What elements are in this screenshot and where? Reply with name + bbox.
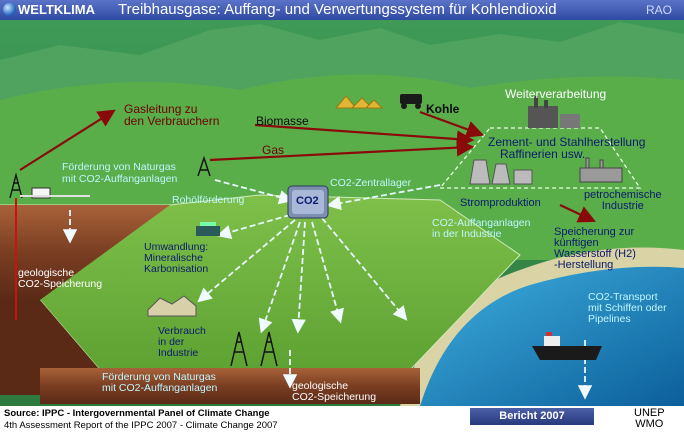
label-line: mit Schiffen oder bbox=[588, 302, 667, 314]
gas-derrick-icon bbox=[9, 172, 23, 320]
label-line: Karbonisation bbox=[144, 263, 209, 275]
label-line: in der bbox=[158, 336, 185, 348]
label-line: Speicherung zur bbox=[554, 226, 635, 238]
label-kohle: Kohle bbox=[426, 102, 460, 116]
label-line: CO2-Transport bbox=[588, 291, 658, 303]
corner-label: RAO bbox=[645, 3, 672, 17]
label-line: Industrie bbox=[158, 347, 199, 359]
coal-truck-icon bbox=[400, 94, 422, 109]
factory-icon bbox=[528, 96, 580, 128]
gas-derrick-icon bbox=[230, 331, 278, 367]
label-line: CO2-Speicherung bbox=[18, 278, 103, 290]
page-title: Treibhausgase: Auffang- und Verwertungss… bbox=[118, 1, 557, 18]
gas-station-icon bbox=[31, 187, 51, 199]
label-line: Zement- und Stahlherstellung bbox=[488, 135, 646, 149]
label-zentrallager: CO2-Zentrallager bbox=[330, 177, 412, 189]
arrow-hydrogen bbox=[559, 204, 596, 223]
gas-derrick-icon bbox=[197, 155, 211, 177]
label-line: geologische bbox=[292, 380, 349, 392]
label-line: CO2-Speicherung bbox=[292, 391, 377, 403]
report-line: 4th Assessment Report of the IPPC 2007 -… bbox=[4, 420, 278, 431]
source-line: Source: IPPC - Intergovernmental Panel o… bbox=[4, 408, 270, 419]
unep-text: UNEP bbox=[634, 407, 665, 419]
header-bar: WELTKLIMA Treibhausgase: Auffang- und Ve… bbox=[0, 0, 684, 20]
label-biomasse: Biomasse bbox=[256, 114, 309, 128]
label-co2-tank: CO2 bbox=[296, 195, 319, 207]
co2-arrow-from-gas bbox=[214, 179, 294, 205]
brand-title: WELTKLIMA bbox=[18, 2, 96, 17]
label-line: Mineralische bbox=[144, 252, 203, 264]
report-badge: Bericht 2007 bbox=[470, 408, 594, 425]
label-line: -Herstellung bbox=[554, 259, 614, 271]
label-line: Industrie bbox=[601, 200, 644, 212]
co2-arrow-bottom-1 bbox=[258, 221, 301, 334]
label-geo-bottom: geologische CO2-Speicherung bbox=[292, 381, 376, 403]
label-line: Förderung von Naturgas bbox=[62, 161, 176, 173]
co2-arrow-mineral bbox=[216, 214, 291, 239]
label-gasleitung: Gasleitung zu den Verbrauchern bbox=[124, 103, 219, 127]
label-weiterverarbeitung: Weiterverarbeitung bbox=[505, 87, 607, 101]
label-geo-left: geologische CO2-Speicherung bbox=[18, 268, 102, 290]
label-line: mit CO2-Auffanganlagen bbox=[62, 173, 178, 185]
label-petrochemisch: petrochemische Industrie bbox=[584, 190, 662, 212]
label-transport: CO2-Transport mit Schiffen oder Pipeline… bbox=[588, 292, 667, 325]
label-line: mit CO2-Auffanganlagen bbox=[102, 382, 218, 394]
label-auffang-industrie: CO2-Auffanganlagen in der Industrie bbox=[432, 218, 530, 240]
co2-arrow-from-industry bbox=[326, 184, 441, 211]
label-zement: Zement- und Stahlherstellung Raffinerien… bbox=[488, 136, 645, 160]
label-foerderung-bottom: Förderung von Naturgas mit CO2-Auffangan… bbox=[102, 372, 217, 394]
factory-icon bbox=[579, 157, 623, 183]
label-umwandlung: Umwandlung: Mineralische Karbonisation bbox=[144, 242, 208, 275]
co2-tank-icon bbox=[287, 185, 329, 219]
label-line: Förderung von Naturgas bbox=[102, 371, 216, 383]
co2-arrows bbox=[62, 179, 593, 400]
co2-arrow-verbrauch bbox=[197, 219, 296, 303]
label-line: Wasserstoff (H2) bbox=[554, 248, 636, 260]
co2-arrow-bottom-3 bbox=[311, 221, 344, 324]
label-stromproduktion: Stromproduktion bbox=[460, 197, 541, 209]
label-line: petrochemische bbox=[584, 189, 662, 201]
label-gas: Gas bbox=[262, 143, 285, 157]
label-line: Verbrauch bbox=[158, 325, 206, 337]
label-verbrauch: Verbrauch in der Industrie bbox=[158, 326, 206, 359]
factory-icon bbox=[147, 295, 197, 317]
label-rohoel: Rohölförderung bbox=[172, 194, 245, 206]
label-line: Umwandlung: bbox=[144, 241, 209, 253]
diagram-canvas bbox=[0, 0, 684, 406]
factory-icon bbox=[469, 159, 533, 185]
co2-arrow-ship bbox=[321, 217, 408, 321]
label-line: den Verbrauchern bbox=[124, 114, 220, 128]
arrow-gas-consumers bbox=[19, 109, 116, 171]
arrow-biomass bbox=[254, 123, 475, 148]
label-line: künftigen bbox=[554, 237, 599, 249]
label-foerderung-top: Förderung von Naturgas mit CO2-Auffangan… bbox=[62, 161, 177, 185]
biomass-mound-icon bbox=[334, 95, 384, 109]
underground-left bbox=[0, 205, 170, 300]
label-line: in der Industrie bbox=[432, 228, 502, 240]
wmo-text: WMO bbox=[635, 418, 664, 430]
label-speicherung-h2: Speicherung zur künftigen Wasserstoff (H… bbox=[554, 227, 636, 271]
co2-arrow-bottom-2 bbox=[291, 221, 306, 334]
arrow-gas bbox=[209, 138, 475, 162]
arrow-coal bbox=[419, 110, 485, 138]
underground-bottom bbox=[40, 368, 420, 404]
label-line: CO2-Auffanganlagen bbox=[432, 217, 531, 229]
globe-icon bbox=[3, 3, 16, 16]
label-line: Pipelines bbox=[588, 313, 631, 325]
unep-wmo-logo: UNEP WMO bbox=[634, 408, 665, 430]
label-line: geologische bbox=[18, 267, 75, 279]
label-line: Raffinerien usw. bbox=[500, 147, 586, 161]
factory-icon bbox=[196, 222, 220, 236]
ship-icon bbox=[532, 332, 602, 360]
label-line: Gasleitung zu bbox=[124, 102, 198, 116]
